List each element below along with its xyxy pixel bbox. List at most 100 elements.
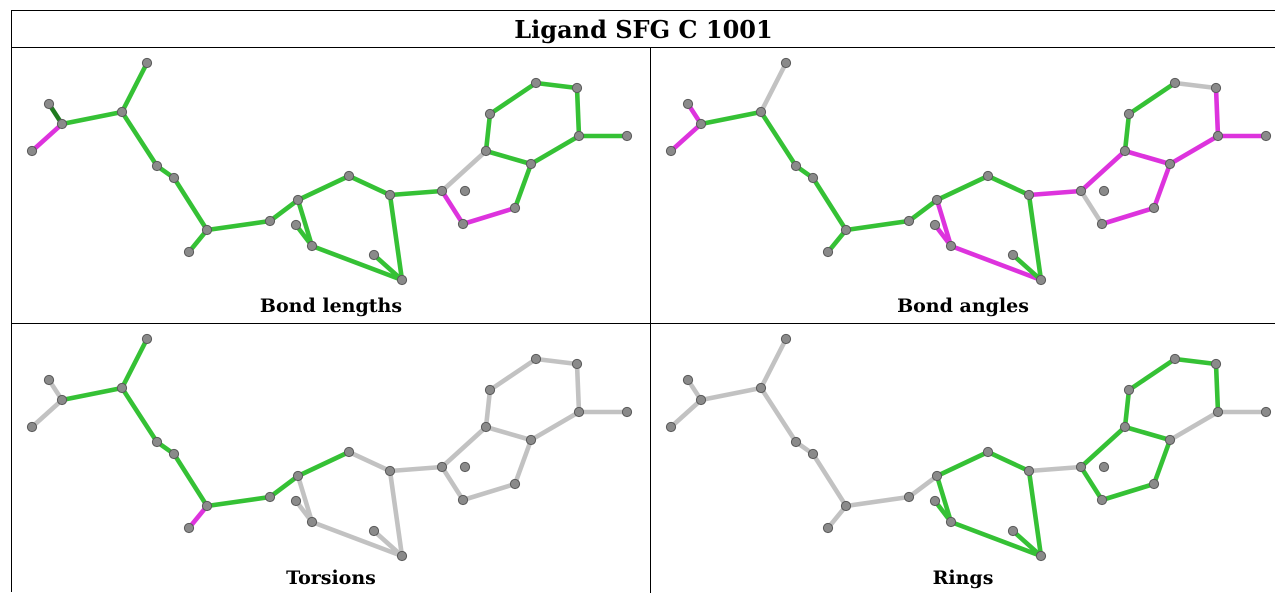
rings-atom [1007, 525, 1019, 537]
torsions-atom [306, 516, 318, 528]
torsions-atom [116, 382, 128, 394]
bond-lengths-atom [436, 185, 448, 197]
bond-angles-atom [1212, 130, 1224, 142]
rings-bond [1122, 387, 1132, 430]
bond-angles-atom [755, 106, 767, 118]
torsions-bond [387, 464, 445, 474]
rings-atom [903, 491, 915, 503]
bond-lengths-bond [528, 133, 582, 167]
torsions-atom [43, 374, 55, 386]
bond-lengths-bond [439, 148, 489, 194]
bond-lengths-atom [201, 224, 213, 236]
bond-lengths-atom [292, 194, 304, 206]
torsions-bond [267, 473, 301, 500]
torsions-bond [528, 409, 582, 443]
bond-lengths-atom [484, 108, 496, 120]
bond-angles-atom [1148, 202, 1160, 214]
bond-lengths-bond [533, 80, 580, 91]
bond-angles-atom [1023, 189, 1035, 201]
torsions-atom [573, 406, 585, 418]
torsions-bond [295, 449, 352, 479]
rings-bond [934, 473, 954, 525]
bond-angles-bond [1122, 148, 1173, 167]
rings-bond [1010, 528, 1044, 559]
rings-bond [1078, 464, 1105, 503]
bond-lengths-bond [59, 109, 125, 127]
panel-bond-angles-molecule [665, 57, 1272, 286]
bond-angles-atom [1169, 77, 1181, 89]
bond-angles-bond [985, 173, 1032, 198]
torsions-bond [59, 385, 125, 403]
bond-lengths-atom [480, 145, 492, 157]
torsions-bond [483, 387, 493, 430]
rings-atom [931, 470, 943, 482]
torsions-atom [56, 394, 68, 406]
rings-atom [790, 436, 802, 448]
bond-angles-atom [840, 224, 852, 236]
bond-angles-bond [698, 109, 764, 127]
bond-lengths-atom [264, 215, 276, 227]
torsions-bond [119, 336, 150, 391]
bond-lengths-atom [571, 82, 583, 94]
caption-torsions: Torsions [286, 567, 376, 589]
bond-angles-bond [1126, 80, 1178, 117]
torsions-atom [151, 436, 163, 448]
torsions-bond [309, 519, 405, 559]
panel-torsions-molecule [26, 333, 633, 562]
bond-lengths-bond [267, 197, 301, 224]
rings-atom [1212, 406, 1224, 418]
bond-lengths-atom [56, 118, 68, 130]
bond-lengths-atom [396, 274, 408, 286]
rings-bond [1122, 424, 1173, 443]
torsions-bond [483, 424, 534, 443]
rings-atom [1119, 421, 1131, 433]
rings-bond [1167, 409, 1221, 443]
torsions-atom [201, 500, 213, 512]
rings-atom [1023, 465, 1035, 477]
bond-lengths-bond [483, 148, 534, 167]
bond-angles-atom [682, 98, 694, 110]
bond-angles-atom [1096, 218, 1108, 230]
rings-atom [822, 522, 834, 534]
torsions-bond [371, 528, 405, 559]
rings-bond [1099, 481, 1157, 503]
rings-atom [929, 495, 941, 507]
bond-lengths-atom [573, 130, 585, 142]
rings-atom [1035, 550, 1047, 562]
bond-lengths-atom [141, 57, 153, 69]
rings-atom [1098, 461, 1110, 473]
bond-lengths-bond [574, 85, 582, 139]
bond-lengths-bond [171, 175, 210, 233]
bond-angles-bond [758, 60, 789, 115]
torsions-atom [396, 550, 408, 562]
bond-lengths-atom [621, 130, 633, 142]
bond-angles-atom [665, 145, 677, 157]
torsions-bond [346, 449, 393, 474]
rings-atom [945, 516, 957, 528]
torsions-atom [621, 406, 633, 418]
bond-angles-atom [1075, 185, 1087, 197]
torsions-bond [439, 464, 466, 503]
rings-bond [843, 494, 912, 509]
bond-angles-bond [1026, 192, 1044, 283]
panel-divider-horizontal [12, 323, 1275, 324]
bond-angles-bond [1026, 188, 1084, 198]
bond-lengths-bond [371, 252, 405, 283]
figure-frame: Ligand SFG C 1001 Bond lengths Bond angl… [11, 10, 1275, 593]
torsions-atom [26, 421, 38, 433]
bond-lengths-atom [525, 158, 537, 170]
rings-atom [1075, 461, 1087, 473]
torsions-bond [439, 424, 489, 470]
rings-bond [1126, 356, 1178, 393]
bond-angles-bond [934, 197, 954, 249]
bond-angles-bond [758, 109, 799, 169]
bond-angles-atom [1260, 130, 1272, 142]
rings-bond [758, 385, 799, 445]
bond-angles-bond [934, 173, 991, 203]
bond-angles-bond [1078, 148, 1128, 194]
rings-atom [1169, 353, 1181, 365]
torsions-atom [525, 434, 537, 446]
rings-bond [810, 451, 849, 509]
bond-angles-atom [1164, 158, 1176, 170]
bond-lengths-atom [26, 145, 38, 157]
